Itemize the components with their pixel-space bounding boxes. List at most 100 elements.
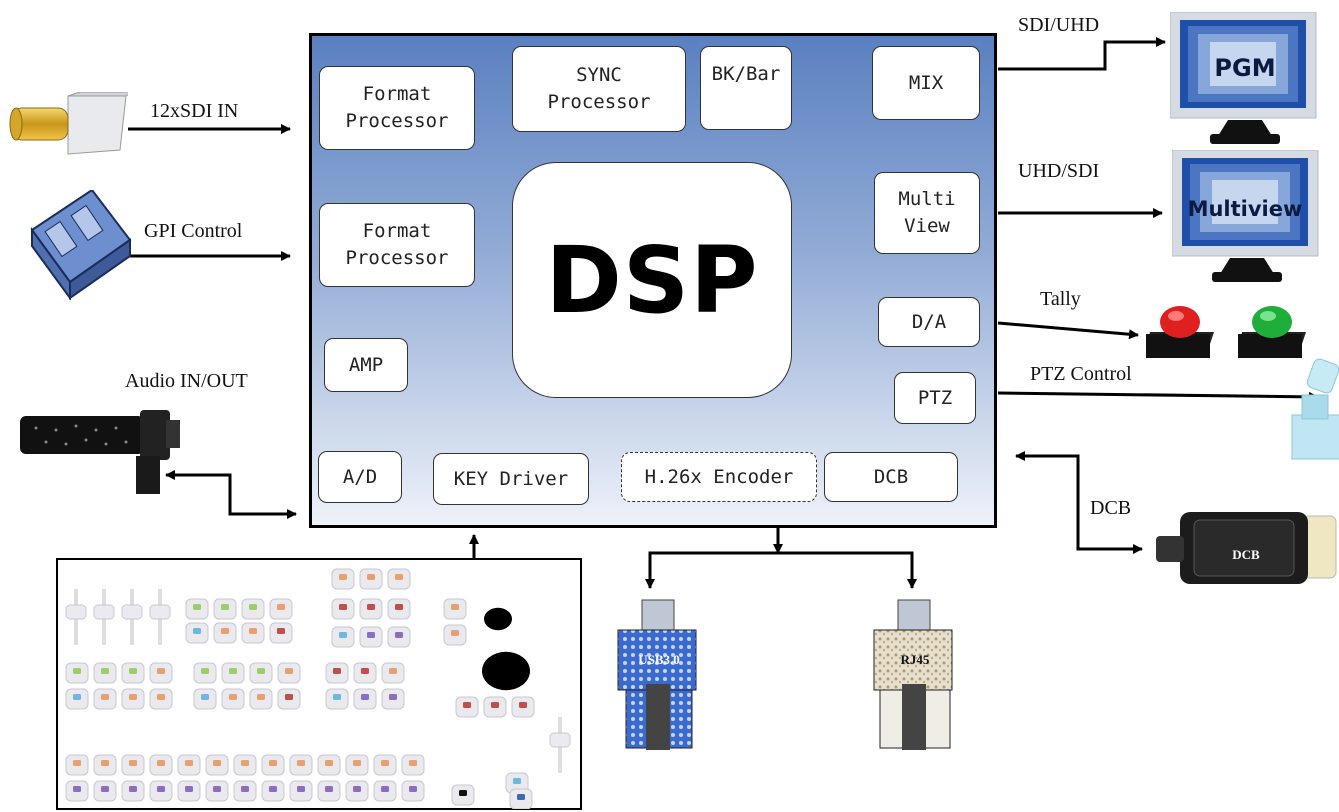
panel-key xyxy=(317,754,341,776)
sdi-in-label: 12xSDI IN xyxy=(150,100,239,122)
panel-key xyxy=(149,754,173,776)
panel-key xyxy=(205,780,229,802)
mix: MIX xyxy=(872,46,980,120)
format-processor-1: Format Processor xyxy=(319,66,475,150)
panel-key xyxy=(483,696,507,718)
multi-view: Multi View xyxy=(874,172,980,254)
panel-key xyxy=(121,780,145,802)
rj45-port-label: RJ45 xyxy=(900,652,930,667)
dsp-label: DSP xyxy=(545,226,759,334)
panel-key xyxy=(331,568,355,590)
gpi-terminal-icon xyxy=(30,190,132,300)
panel-fader xyxy=(121,589,143,645)
ad: A/D xyxy=(318,451,402,503)
panel-key xyxy=(241,622,265,644)
ptz-camera-icon xyxy=(1291,358,1339,460)
panel-key xyxy=(359,598,383,620)
panel-key xyxy=(387,626,411,648)
panel-key xyxy=(443,624,467,646)
bk-bar: BK/Bar xyxy=(700,46,792,130)
panel-key xyxy=(121,662,145,684)
panel-key xyxy=(289,754,313,776)
panel-key xyxy=(345,754,369,776)
dcb-device-label: DCB xyxy=(1232,547,1260,562)
panel-key xyxy=(345,780,369,802)
panel-key xyxy=(353,662,377,684)
panel-fader xyxy=(65,589,87,645)
panel-key xyxy=(277,688,301,710)
panel-key xyxy=(331,598,355,620)
panel-key xyxy=(121,754,145,776)
uhd-sdi-label: UHD/SDI xyxy=(1018,160,1100,182)
panel-key xyxy=(149,780,173,802)
panel-key xyxy=(93,754,117,776)
panel-fader xyxy=(93,589,115,645)
panel-key xyxy=(193,662,217,684)
panel-key xyxy=(373,754,397,776)
panel-key xyxy=(401,780,425,802)
tally-lights-icon xyxy=(1146,306,1306,358)
panel-key xyxy=(249,662,273,684)
panel-key xyxy=(359,568,383,590)
panel-key xyxy=(185,598,209,620)
panel-key xyxy=(511,696,535,718)
panel-key xyxy=(381,662,405,684)
panel-key xyxy=(373,780,397,802)
panel-key xyxy=(401,754,425,776)
panel-key xyxy=(455,696,479,718)
rj45-port-icon xyxy=(873,599,953,750)
panel-key xyxy=(65,754,89,776)
pgm-monitor-icon xyxy=(1170,12,1317,144)
panel-key xyxy=(261,754,285,776)
sdi-uhd-arrow xyxy=(998,37,1166,71)
panel-key xyxy=(331,626,355,648)
panel-key xyxy=(289,780,313,802)
tally-arrow xyxy=(997,321,1139,340)
panel-key xyxy=(185,622,209,644)
panel-fader xyxy=(149,589,171,645)
usb-arrow xyxy=(645,527,780,589)
pgm-label: PGM xyxy=(1214,54,1276,82)
panel-key xyxy=(269,622,293,644)
panel-tbar xyxy=(549,717,571,773)
panel-key xyxy=(261,780,285,802)
ptz-control-arrow xyxy=(997,391,1319,402)
panel-key xyxy=(149,662,173,684)
panel-key xyxy=(325,662,349,684)
dcb-device-icon xyxy=(1156,512,1337,584)
panel-key xyxy=(249,688,273,710)
panel-key xyxy=(177,780,201,802)
ptz-control-label: PTZ Control xyxy=(1030,363,1132,385)
panel-key xyxy=(509,788,533,809)
audio-io-label: Audio IN/OUT xyxy=(125,370,248,392)
panel-key xyxy=(93,688,117,710)
format-processor-2: Format Processor xyxy=(319,203,475,287)
panel-joystick xyxy=(482,651,530,691)
gpi-control-label: GPI Control xyxy=(144,220,243,242)
panel-key xyxy=(451,784,475,806)
panel-key xyxy=(213,622,237,644)
usb-port-label: USB3.0 xyxy=(638,652,680,667)
dsp-core: DSP xyxy=(512,162,792,398)
panel-key xyxy=(213,598,237,620)
amp: AMP xyxy=(324,338,408,392)
panel-key xyxy=(387,598,411,620)
sync-processor: SYNC Processor xyxy=(512,46,686,132)
panel-key xyxy=(205,754,229,776)
panel-key xyxy=(177,754,201,776)
panel-key xyxy=(381,688,405,710)
multiview-monitor-icon xyxy=(1172,150,1319,282)
control-panel-keys xyxy=(65,568,571,809)
dcb-module: DCB xyxy=(824,452,958,502)
panel-key xyxy=(149,688,173,710)
panel-key xyxy=(93,662,117,684)
panel-key xyxy=(221,688,245,710)
da: D/A xyxy=(878,297,980,347)
panel-key xyxy=(443,598,467,620)
dcb-arrow xyxy=(1015,451,1143,554)
ptz: PTZ xyxy=(894,372,976,424)
panel-joystick xyxy=(484,607,512,631)
usb-port-icon xyxy=(617,599,697,750)
panel-key xyxy=(359,626,383,648)
